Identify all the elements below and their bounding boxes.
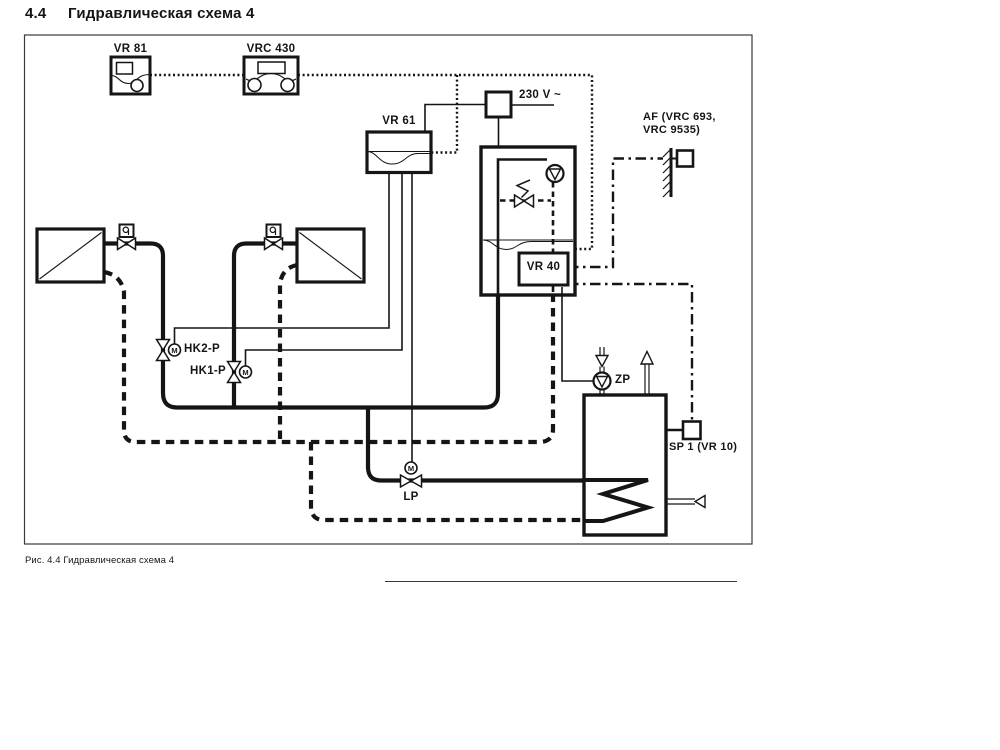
dial-icon <box>130 78 144 93</box>
loading-valve-lp-icon <box>399 461 423 489</box>
diagram-frame <box>23 34 753 583</box>
label-lp: LP <box>403 491 419 503</box>
flow-arrow-up-icon <box>639 349 655 365</box>
mixer-module-box <box>365 130 433 175</box>
boiler-pump-icon <box>545 163 565 184</box>
mixing-valve-hk1p-icon <box>226 360 253 384</box>
label-vrc430: VRC 430 <box>246 43 296 55</box>
cold-water-inlet-icon <box>666 494 706 509</box>
remote-control-box <box>109 55 152 96</box>
system-control-box <box>242 55 300 96</box>
label-sp1: SP 1 (VR 10) <box>669 441 738 453</box>
motor-icon <box>404 461 418 475</box>
power-line-vr61 <box>424 103 486 132</box>
heating-coil-icon <box>584 478 655 523</box>
figure-caption: Рис. 4.4 Гидравлическая схема 4 <box>25 555 175 566</box>
motor-icon <box>238 365 253 379</box>
label-vr40: VR 40 <box>526 261 561 273</box>
bypass-spring-icon <box>515 179 531 199</box>
display-wave-icon <box>110 73 151 85</box>
bypass-valve-icon <box>513 193 535 209</box>
motor-icon <box>167 343 182 357</box>
control-cables <box>173 103 594 462</box>
motor-letter: M <box>242 367 249 377</box>
circulation-pump-icon <box>592 347 612 395</box>
cable-zp <box>561 287 594 382</box>
radiator-circuit-1 <box>295 227 366 284</box>
cylinder-sensor-cable <box>568 282 694 421</box>
cable-hk2p <box>173 173 390 344</box>
flow-pipes <box>104 241 584 483</box>
display-wave-icon <box>366 151 431 165</box>
ebus-dotted-line <box>150 73 594 251</box>
hot-water-outlet-icon <box>639 349 655 395</box>
motor-letter: M <box>171 345 178 355</box>
page-title: Гидравлическая схема 4 <box>68 5 255 22</box>
return-pipes <box>103 262 584 523</box>
label-af-line2: VRC 9535) <box>643 124 701 136</box>
section-number: 4.4 <box>25 5 47 22</box>
thermostatic-valve-icon <box>116 223 137 251</box>
power-supply-box <box>484 90 513 119</box>
cylinder-sensor-icon <box>666 420 702 441</box>
label-vr61: VR 61 <box>382 115 416 127</box>
wiring-module-box <box>517 251 570 287</box>
label-af-line1: AF (VRC 693, <box>643 111 716 123</box>
dial-icon <box>280 77 295 93</box>
dial-icon <box>247 77 262 93</box>
flow-arrow-down-icon <box>594 354 610 368</box>
label-hk2p: HK2-P <box>184 343 221 355</box>
cylinder-return-pipe <box>308 442 584 523</box>
outdoor-sensor-cable <box>568 157 663 269</box>
flow-arrow-left-icon <box>693 494 706 509</box>
boiler-housing <box>479 145 577 297</box>
label-zp: ZP <box>615 374 631 386</box>
thermostatic-valve-icon <box>263 223 284 251</box>
radiator-circuit-2 <box>35 227 106 284</box>
mixing-valve-hk2p-icon <box>155 338 182 362</box>
motor-letter: M <box>407 463 415 473</box>
cylinder-loading-pipe <box>365 407 584 483</box>
boiler-display-wave-icon <box>482 239 573 251</box>
cable-hk1p <box>244 173 403 366</box>
label-230v: 230 V ~ <box>519 89 562 101</box>
label-hk1p: HK1-P <box>190 365 227 377</box>
outdoor-sensor-icon <box>662 148 695 198</box>
sensor-dashdot-line <box>568 157 694 421</box>
label-vr81: VR 81 <box>113 43 148 55</box>
storage-cylinder <box>582 393 668 537</box>
wall-hatching-icon <box>662 148 672 198</box>
